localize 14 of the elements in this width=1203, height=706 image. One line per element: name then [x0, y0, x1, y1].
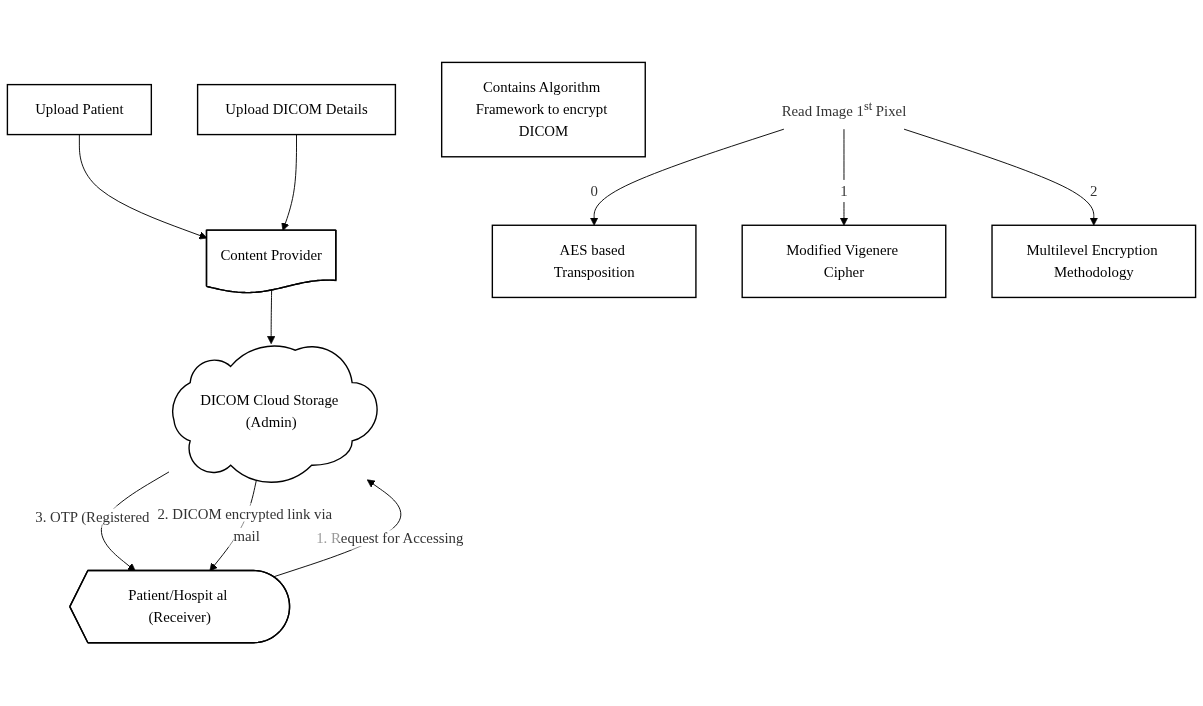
node-box: Modified Vigenere Cipher — [741, 225, 947, 299]
node-box: Upload DICOM Details — [196, 84, 397, 136]
edge-label: 3. OTP (Registered — [35, 509, 150, 525]
edge-label: 0 — [590, 183, 598, 199]
edge-label: mail — [233, 528, 260, 545]
edge-label: 2 — [1090, 183, 1098, 199]
node-text: Read Image 1$^{st}$ Pixel — [781, 99, 907, 119]
edge-label: 1. Request for Accessing — [316, 530, 464, 547]
node-box: AES based Transposition — [491, 225, 697, 299]
node-box: Contains Algorithm Framework to encrypt DICOM — [440, 62, 646, 158]
edge-label: 2. DICOM encrypted link via — [157, 506, 333, 522]
node-box: Multilevel Encryption Methodology — [991, 225, 1197, 299]
node-box: Upload Patient — [6, 84, 153, 136]
edge-label: 1 — [840, 183, 848, 199]
